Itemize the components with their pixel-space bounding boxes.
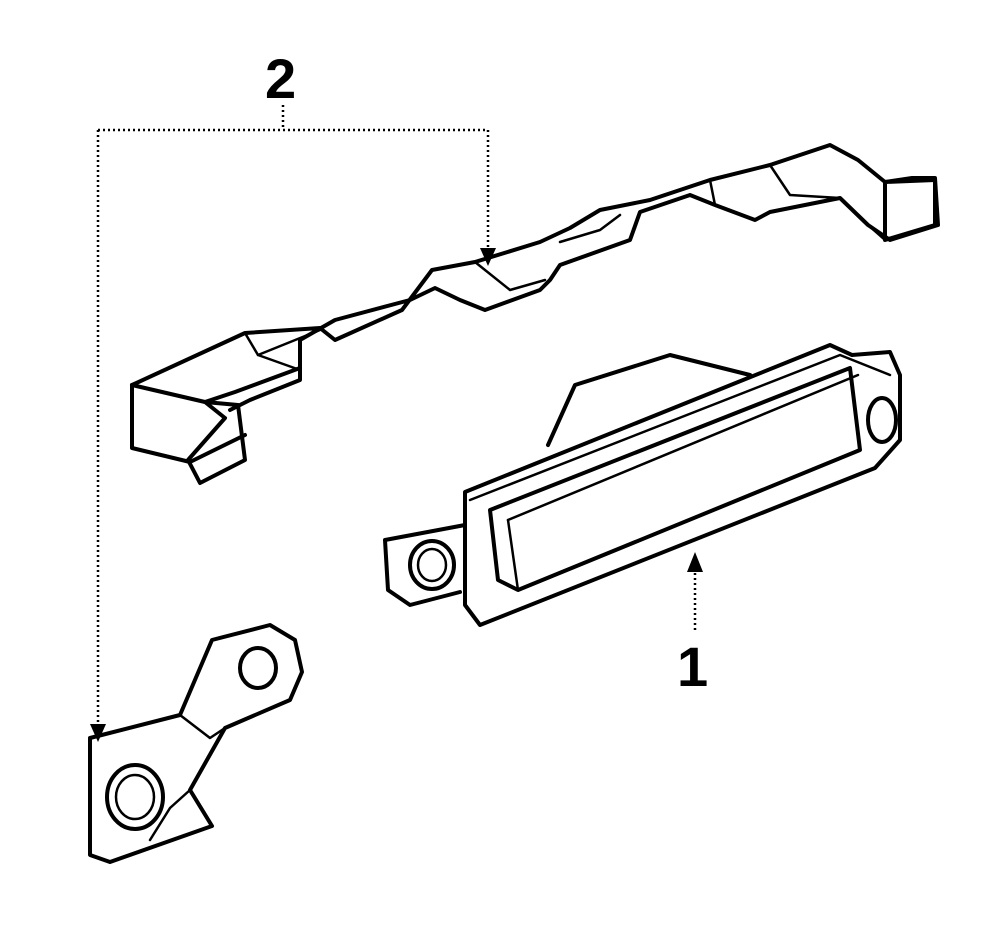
lower-bracket [88,623,304,864]
leader-lines [90,105,703,742]
license-lamp [383,343,902,627]
arrowhead-icon [90,724,106,742]
arrowhead-icon [480,248,496,266]
callout-2: 2 [265,47,296,110]
callout-1: 1 [677,635,708,698]
upper-bracket [130,143,940,485]
arrowhead-icon [687,552,703,572]
